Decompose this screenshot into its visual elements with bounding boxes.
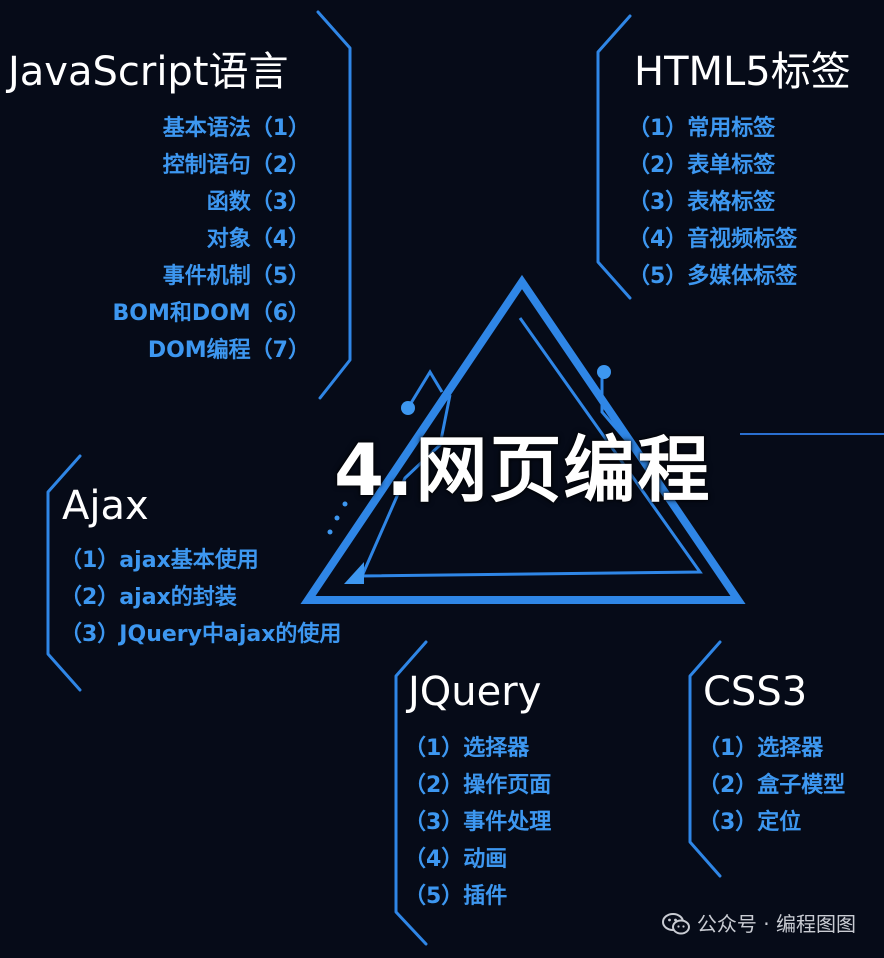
list-item: 函数（3） <box>206 190 310 215</box>
list-item: （3）表格标签 <box>628 190 776 215</box>
watermark-text: 公众号 · 编程图图 <box>696 912 856 936</box>
html5-bracket <box>596 14 632 300</box>
list-item: DOM编程（7） <box>147 338 310 363</box>
watermark: 公众号 · 编程图图 <box>661 911 856 937</box>
list-item: （1）常用标签 <box>628 116 776 141</box>
list-item: （4）动画 <box>404 847 508 872</box>
list-item: 控制语句（2） <box>162 153 310 178</box>
list-item: 事件机制（5） <box>162 264 310 289</box>
ajax-list: （1）ajax基本使用 （2）ajax的封装 （3）JQuery中ajax的使用 <box>60 542 341 653</box>
html5-title: HTML5标签 <box>634 49 851 95</box>
list-item: （2）盒子模型 <box>698 773 846 798</box>
javascript-title: JavaScript语言 <box>8 49 289 95</box>
list-item: （2）表单标签 <box>628 153 776 178</box>
list-item: （2）操作页面 <box>404 773 552 798</box>
triangle-node-right <box>597 365 611 379</box>
list-item: （1）ajax基本使用 <box>60 548 259 573</box>
list-item: （1）选择器 <box>404 736 530 761</box>
ajax-title: Ajax <box>62 483 149 529</box>
javascript-bracket <box>316 10 352 400</box>
triangle-corner-mark <box>344 562 364 584</box>
center-title: 4.网页编程 <box>334 428 712 512</box>
list-item: （1）选择器 <box>698 736 824 761</box>
list-item: （3）事件处理 <box>404 810 552 835</box>
jquery-title: JQuery <box>408 669 542 715</box>
list-item: BOM和DOM（6） <box>112 301 310 326</box>
html5-list: （1）常用标签 （2）表单标签 （3）表格标签 （4）音视频标签 （5）多媒体标… <box>628 110 797 295</box>
javascript-list: 基本语法（1） 控制语句（2） 函数（3） 对象（4） 事件机制（5） BOM和… <box>100 110 310 369</box>
jquery-list: （1）选择器 （2）操作页面 （3）事件处理 （4）动画 （5）插件 <box>404 730 551 915</box>
list-item: （5）多媒体标签 <box>628 264 798 289</box>
list-item: （5）插件 <box>404 884 508 909</box>
list-item: （4）音视频标签 <box>628 227 798 252</box>
list-item: （3）定位 <box>698 810 802 835</box>
list-item: 基本语法（1） <box>162 116 310 141</box>
list-item: 对象（4） <box>206 227 310 252</box>
list-item: （3）JQuery中ajax的使用 <box>60 622 342 647</box>
wechat-icon <box>661 913 690 935</box>
triangle-node-left <box>401 401 415 415</box>
list-item: （2）ajax的封装 <box>60 585 237 610</box>
css3-title: CSS3 <box>703 669 808 715</box>
css3-list: （1）选择器 （2）盒子模型 （3）定位 <box>698 730 845 841</box>
